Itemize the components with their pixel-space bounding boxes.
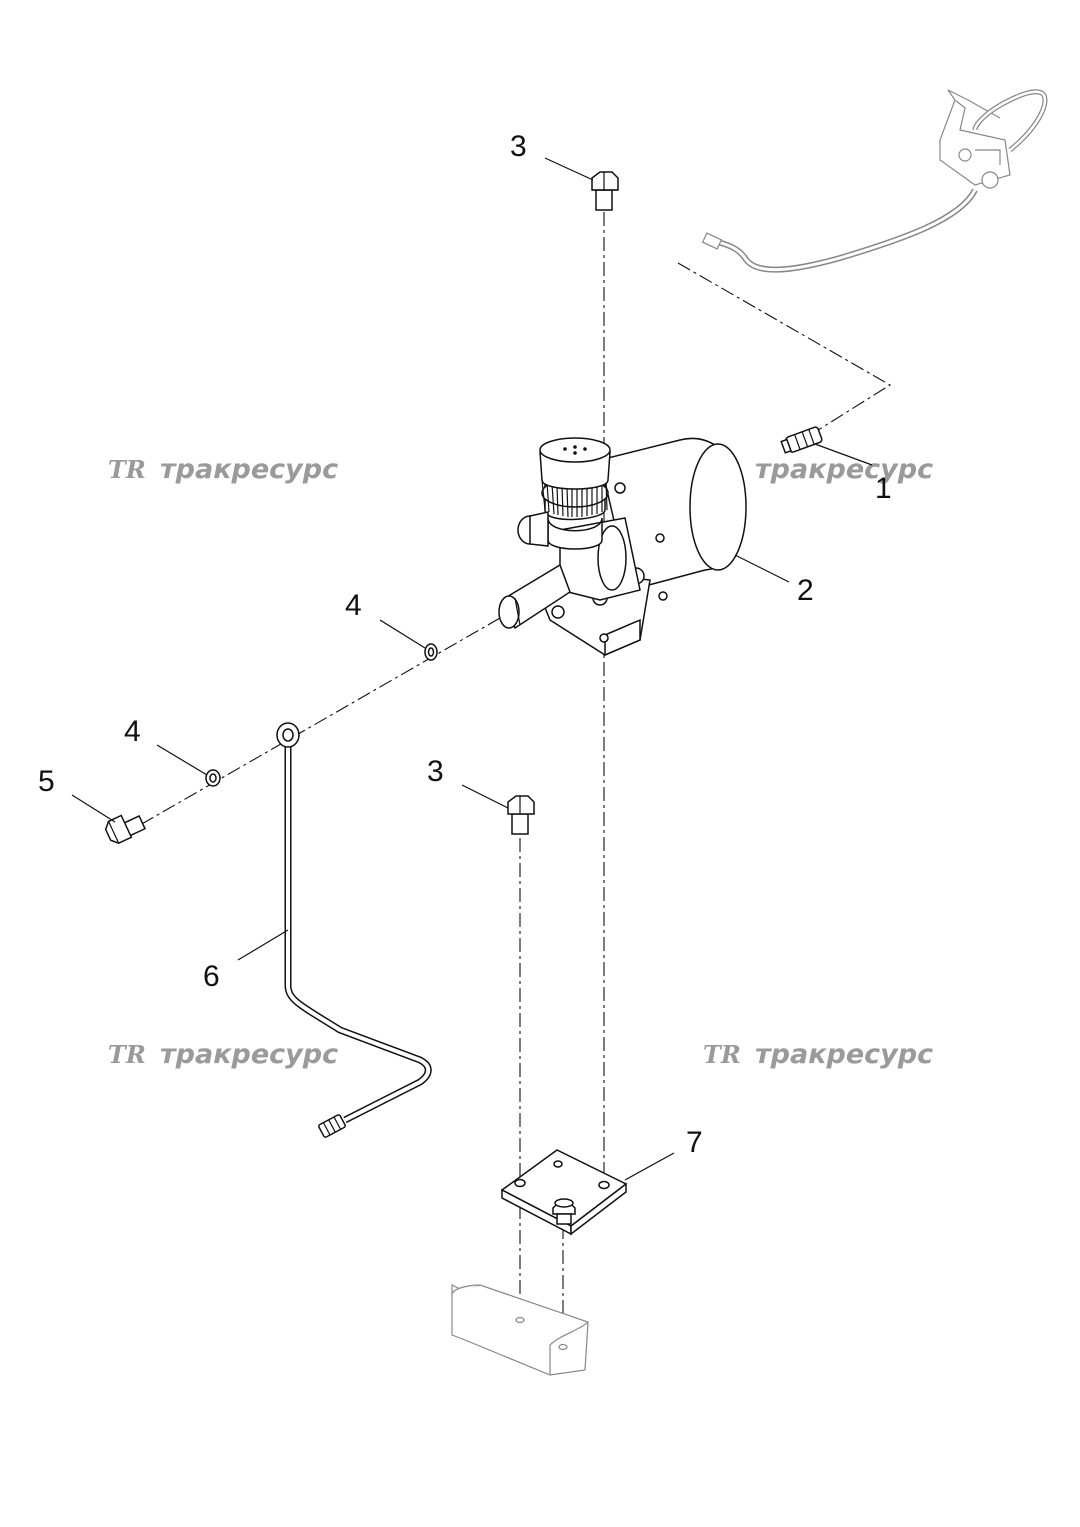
banjo-bolt — [104, 814, 147, 844]
washer-lower — [205, 769, 221, 787]
bolt-lower — [507, 795, 535, 835]
callouts: 3 1 2 4 4 5 3 6 7 — [38, 130, 892, 1159]
watermark-bottom-left: TR тракресурс — [108, 1039, 338, 1070]
svg-text:TR: TR — [703, 1040, 741, 1069]
svg-text:TR: TR — [108, 455, 146, 484]
washer-upper — [424, 643, 438, 661]
callout-4-lower: 4 — [124, 715, 141, 748]
assembly-lines — [139, 212, 892, 1345]
callout-1: 1 — [875, 472, 892, 505]
clutch-servo — [498, 437, 747, 657]
svg-text:тракресурс: тракресурс — [160, 1039, 338, 1070]
leader-lines — [71, 157, 873, 1181]
brake-pipe — [276, 722, 432, 1138]
frame-bracket — [451, 1284, 589, 1376]
brake-hose — [701, 188, 978, 273]
bolt-top — [591, 171, 619, 211]
callout-3-lower: 3 — [427, 755, 444, 788]
svg-text:тракресурс: тракресурс — [160, 454, 338, 485]
callout-6: 6 — [203, 960, 220, 993]
brake-pedal-assembly — [939, 89, 1048, 189]
svg-text:тракресурс: тракресурс — [755, 1039, 933, 1070]
callout-3-top: 3 — [510, 130, 527, 163]
callout-7: 7 — [686, 1126, 703, 1159]
svg-text:тракресурс: тракресурс — [755, 454, 933, 485]
svg-text:TR: TR — [108, 1040, 146, 1069]
watermark-bottom-right: TR тракресурс — [703, 1039, 933, 1070]
watermark-top-left: TR тракресурс — [108, 454, 338, 485]
callout-4-upper: 4 — [345, 589, 362, 622]
fitting — [780, 426, 823, 454]
mounting-plate — [500, 1149, 628, 1236]
callout-2: 2 — [797, 574, 814, 607]
callout-5: 5 — [38, 765, 55, 798]
